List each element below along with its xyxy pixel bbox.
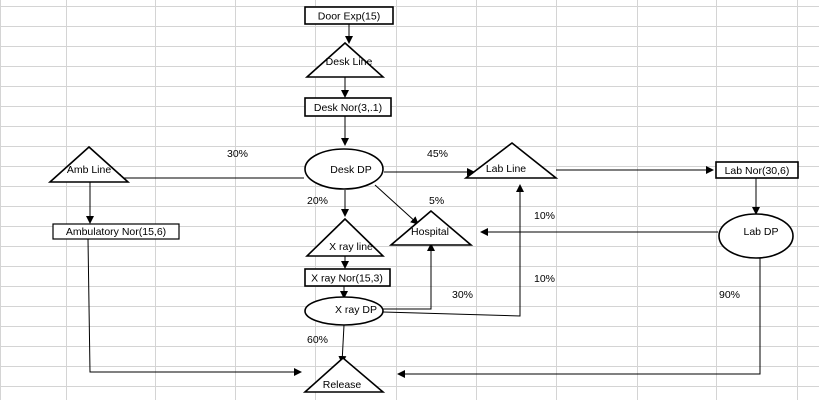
- node-release: Release: [302, 356, 386, 393]
- node-desk-dp-label: Desk DP: [330, 164, 371, 176]
- label-desk-to-amb: 30%: [227, 148, 248, 160]
- label-desk-to-lab: 45%: [427, 148, 448, 160]
- node-lab-dp: Lab DP: [718, 213, 794, 259]
- edge-labels: 30% 45% 20% 5% 10% 10% 30% 90% 60%: [227, 148, 740, 346]
- label-xray-to-release: 60%: [307, 334, 328, 346]
- edge-desk-dp-to-hospital: [374, 184, 419, 225]
- node-desk-nor-label: Desk Nor(3,.1): [314, 102, 382, 114]
- node-desk-line: Desk Line: [304, 41, 386, 78]
- label-desk-to-hospital: 5%: [429, 195, 444, 207]
- node-lab-nor-label: Lab Nor(30,6): [725, 165, 790, 177]
- label-xray-to-lab: 10%: [534, 273, 555, 285]
- label-xray-to-hospital: 30%: [452, 289, 473, 301]
- node-amb-line: Amb Line: [47, 145, 131, 183]
- node-desk-nor: Desk Nor(3,.1): [304, 97, 392, 117]
- node-hospital: Hospital: [388, 209, 474, 246]
- edge-xray-dp-to-release: [338, 324, 347, 364]
- node-ambulatory-nor: Ambulatory Nor(15,6): [52, 223, 180, 240]
- node-release-label: Release: [323, 379, 362, 391]
- node-xray-dp-label: X ray DP: [335, 304, 377, 316]
- connectors: [86, 24, 761, 378]
- edge-lab-dp-to-release: [397, 258, 761, 378]
- edge-xray-dp-to-hospital: [383, 243, 435, 310]
- node-desk-line-label: Desk Line: [326, 56, 373, 68]
- node-amb-line-label: Amb Line: [67, 164, 112, 176]
- label-lab-to-release: 90%: [719, 289, 740, 301]
- node-xray-line: X ray line: [305, 217, 385, 257]
- node-xray-line-label: X ray line: [329, 241, 373, 253]
- node-ambulatory-nor-label: Ambulatory Nor(15,6): [66, 226, 166, 238]
- node-lab-line: Lab Line: [463, 141, 559, 179]
- node-door-exp: Door Exp(15): [304, 6, 394, 25]
- node-lab-nor: Lab Nor(30,6): [715, 161, 799, 179]
- node-xray-nor: X ray Nor(15,3): [304, 268, 391, 287]
- node-xray-dp: X ray DP: [304, 296, 384, 326]
- label-lab-to-hospital: 10%: [534, 210, 555, 222]
- node-lab-dp-label: Lab DP: [743, 226, 778, 238]
- node-lab-line-label: Lab Line: [486, 163, 526, 175]
- node-desk-dp: Desk DP: [304, 148, 384, 190]
- node-door-exp-label: Door Exp(15): [318, 11, 380, 23]
- label-desk-to-xray: 20%: [307, 195, 328, 207]
- edge-xray-dp-to-lab-line: [382, 184, 524, 317]
- node-xray-nor-label: X ray Nor(15,3): [311, 273, 383, 285]
- edge-ambulatory-to-release: [87, 238, 302, 376]
- node-hospital-label: Hospital: [411, 226, 449, 238]
